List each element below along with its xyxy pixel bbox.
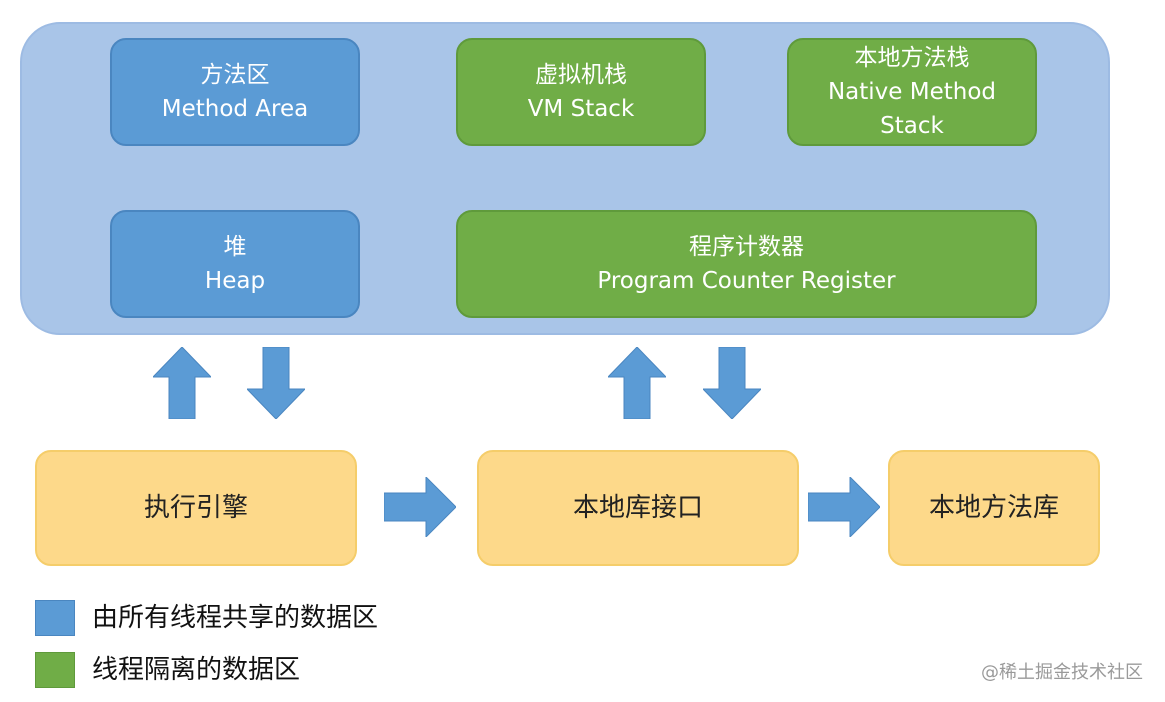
execution-engine-label: 执行引擎 bbox=[143, 493, 248, 523]
up-arrow-icon bbox=[153, 347, 211, 419]
up-arrow-icon bbox=[608, 347, 666, 419]
native-interface-box: 本地库接口 bbox=[477, 450, 799, 566]
execution-engine-box: 执行引擎 bbox=[35, 450, 357, 566]
legend-isolated-swatch bbox=[35, 652, 75, 688]
native-stack-en2: Stack bbox=[880, 113, 944, 139]
heap-zh: 堆 bbox=[223, 234, 247, 260]
right-arrow-icon bbox=[384, 477, 456, 537]
method-area-box: 方法区 Method Area bbox=[110, 38, 360, 146]
heap-box: 堆 Heap bbox=[110, 210, 360, 318]
native-library-label: 本地方法库 bbox=[928, 493, 1059, 523]
pc-register-zh: 程序计数器 bbox=[689, 234, 804, 260]
watermark: @稀土掘金技术社区 bbox=[981, 662, 1143, 683]
pc-register-en: Program Counter Register bbox=[597, 268, 896, 294]
method-area-zh: 方法区 bbox=[200, 62, 270, 88]
vm-stack-zh: 虚拟机栈 bbox=[535, 62, 627, 88]
right-arrow-icon bbox=[808, 477, 880, 537]
down-arrow-icon bbox=[703, 347, 761, 419]
native-stack-box: 本地方法栈 Native Method Stack bbox=[787, 38, 1037, 146]
down-arrow-icon bbox=[247, 347, 305, 419]
vm-stack-box: 虚拟机栈 VM Stack bbox=[456, 38, 706, 146]
native-library-box: 本地方法库 bbox=[888, 450, 1100, 566]
method-area-en: Method Area bbox=[161, 96, 309, 122]
legend-isolated-label: 线程隔离的数据区 bbox=[92, 655, 301, 685]
legend-shared-label: 由所有线程共享的数据区 bbox=[92, 603, 379, 633]
heap-en: Heap bbox=[204, 268, 266, 294]
legend-shared-swatch bbox=[35, 600, 75, 636]
pc-register-box: 程序计数器 Program Counter Register bbox=[456, 210, 1037, 318]
native-stack-zh: 本地方法栈 bbox=[854, 45, 970, 71]
native-interface-label: 本地库接口 bbox=[572, 493, 703, 523]
native-stack-en1: Native Method bbox=[827, 79, 997, 105]
vm-stack-en: VM Stack bbox=[527, 96, 635, 122]
